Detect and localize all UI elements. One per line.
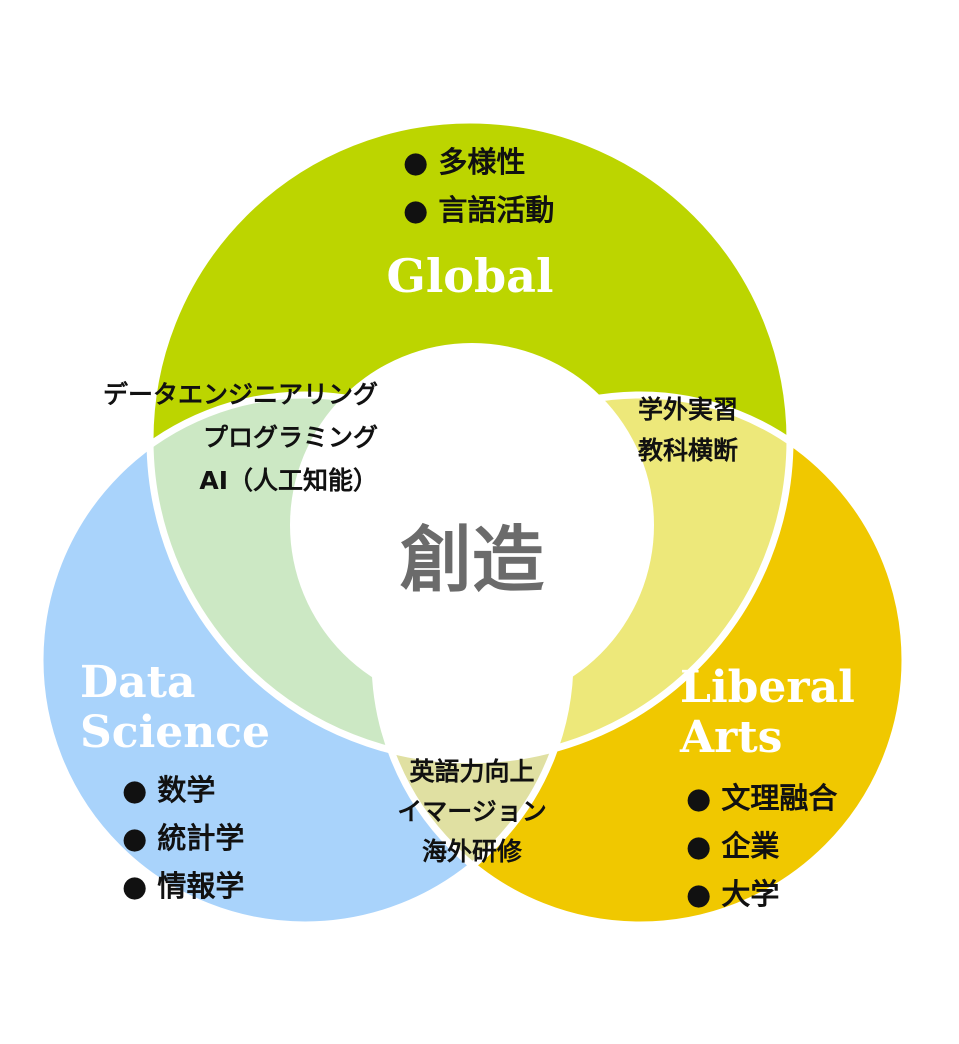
global-item: ● 多様性 bbox=[403, 145, 525, 179]
global-la-item: 学外実習 bbox=[638, 395, 738, 424]
data-science-title: Science bbox=[80, 707, 270, 758]
liberal-arts-title: Liberal bbox=[680, 662, 855, 713]
global-ds-item: AI（人工知能） bbox=[199, 466, 378, 495]
global-title: Global bbox=[387, 249, 554, 303]
global-ds-item: データエンジニアリング bbox=[103, 380, 378, 409]
global-la-item: 教科横断 bbox=[638, 436, 738, 465]
global-item: ● 言語活動 bbox=[403, 193, 554, 227]
ds-item: ● 情報学 bbox=[122, 869, 244, 903]
ds-la-item: イマージョン bbox=[397, 797, 547, 826]
la-item: ● 文理融合 bbox=[686, 781, 837, 815]
liberal-arts-title: Arts bbox=[679, 712, 782, 763]
la-item: ● 企業 bbox=[686, 829, 779, 863]
data-science-title: Data bbox=[80, 657, 196, 708]
ds-item: ● 統計学 bbox=[122, 821, 244, 855]
ds-la-item: 海外研修 bbox=[422, 837, 523, 866]
center-label: 創造 bbox=[400, 518, 544, 602]
center-circle bbox=[290, 343, 654, 707]
global-ds-item: プログラミング bbox=[203, 423, 378, 452]
ds-item: ● 数学 bbox=[122, 773, 215, 807]
ds-la-item: 英語力向上 bbox=[409, 757, 534, 786]
la-item: ● 大学 bbox=[686, 877, 779, 911]
